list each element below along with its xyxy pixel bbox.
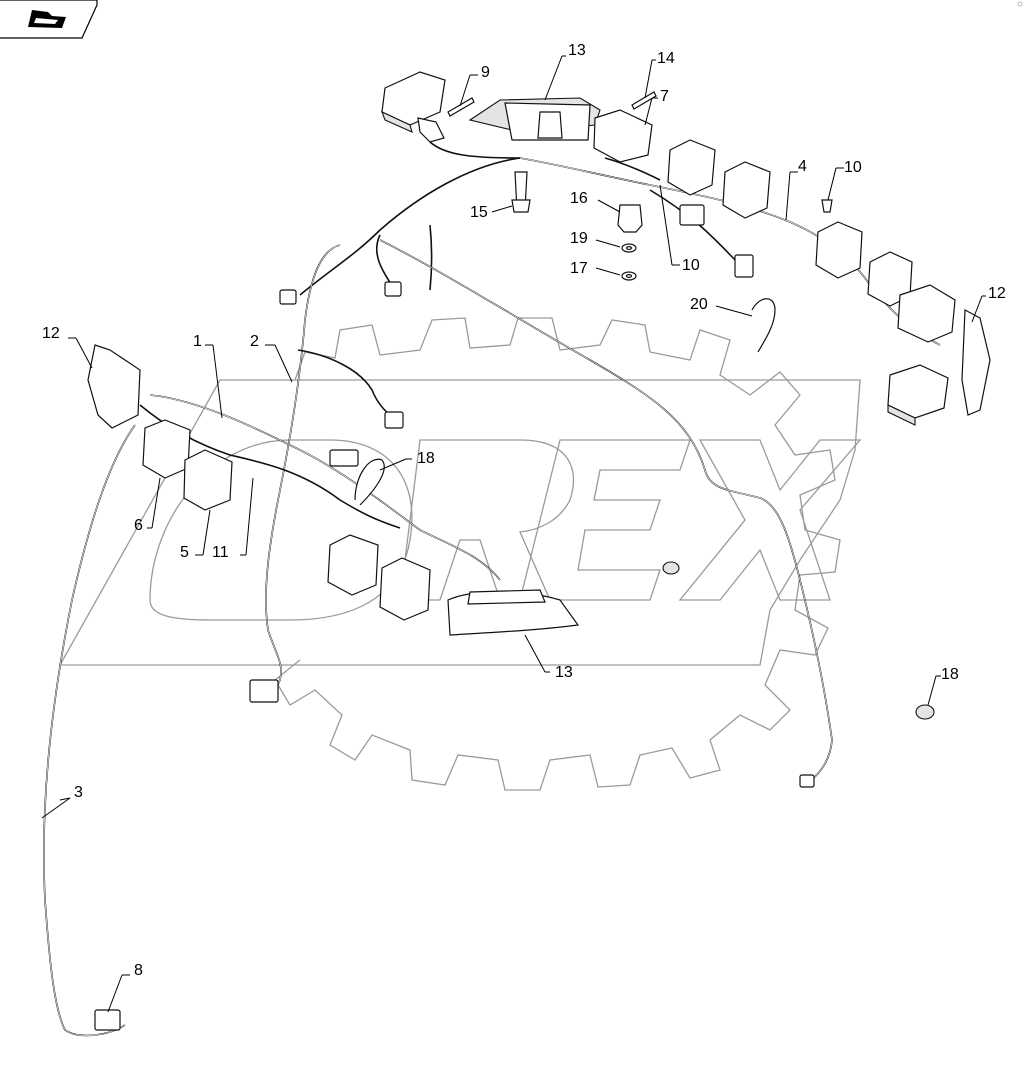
svg-text:1: 1 (193, 333, 202, 350)
svg-text:4: 4 (798, 158, 807, 175)
svg-text:20: 20 (690, 296, 708, 313)
washer-19[interactable] (621, 243, 637, 253)
mirror-light-right[interactable] (961, 309, 991, 416)
callout-12-left[interactable]: 12 (42, 325, 93, 369)
callout-9[interactable]: 9 (459, 64, 490, 107)
callout-14[interactable]: 14 (644, 50, 675, 99)
svg-text:3: 3 (74, 784, 83, 801)
svg-text:12: 12 (988, 285, 1006, 302)
callout-20[interactable]: 20 (690, 296, 753, 317)
svg-text:18: 18 (941, 666, 959, 683)
cable-clip-18[interactable] (354, 458, 385, 506)
svg-text:13: 13 (568, 42, 586, 59)
callout-12-right[interactable]: 12 (971, 285, 1006, 323)
roof-light-row[interactable] (667, 139, 956, 343)
svg-text:10: 10 (844, 159, 862, 176)
front-work-light-lower-left[interactable] (327, 534, 379, 596)
callout-3[interactable]: 3 (41, 784, 83, 819)
front-panel-light-13[interactable] (447, 589, 580, 636)
mirror-light-left[interactable] (87, 344, 141, 429)
callout-18-right[interactable]: 18 (927, 666, 959, 706)
callout-5[interactable]: 5 (180, 509, 211, 561)
screw-9[interactable] (447, 97, 475, 117)
callout-15[interactable]: 15 (470, 204, 513, 221)
rear-work-light-left[interactable] (381, 71, 446, 143)
callout-4[interactable]: 4 (785, 158, 807, 221)
wiring-harness (43, 141, 941, 1037)
corner-mark-icon (1017, 1, 1023, 7)
callout-10-mid[interactable]: 10 (659, 184, 700, 274)
svg-text:15: 15 (470, 204, 488, 221)
callout-6[interactable]: 6 (134, 477, 161, 534)
svg-text:5: 5 (180, 544, 189, 561)
svg-text:2: 2 (250, 333, 259, 350)
svg-text:9: 9 (481, 64, 490, 81)
bolt-15[interactable] (511, 171, 531, 213)
callout-10-top[interactable]: 10 (827, 159, 862, 201)
svg-text:6: 6 (134, 517, 143, 534)
screw-10-top[interactable] (821, 199, 833, 213)
callout-2[interactable]: 2 (250, 333, 293, 383)
washer-17[interactable] (621, 271, 637, 281)
svg-text:17: 17 (570, 260, 588, 277)
callout-16[interactable]: 16 (570, 190, 621, 213)
page-corner-box[interactable] (0, 0, 98, 39)
svg-text:7: 7 (660, 88, 669, 105)
svg-text:14: 14 (657, 50, 675, 67)
svg-text:13: 13 (555, 664, 573, 681)
svg-text:19: 19 (570, 230, 588, 247)
callout-1[interactable]: 1 (193, 333, 223, 419)
bracket-16[interactable] (617, 204, 643, 233)
screw-14[interactable] (631, 91, 657, 110)
front-work-light-lower-right[interactable] (379, 557, 431, 621)
rear-panel-light-center[interactable] (468, 97, 601, 141)
svg-text:16: 16 (570, 190, 588, 207)
callout-11[interactable]: 11 (212, 477, 254, 561)
svg-text:10: 10 (682, 257, 700, 274)
side-work-light-right[interactable] (887, 364, 949, 426)
callout-17[interactable]: 17 (570, 260, 621, 277)
gear-logo-icon (274, 317, 841, 791)
book-page-icon (28, 10, 66, 28)
plug-center[interactable] (662, 561, 680, 575)
svg-text:8: 8 (134, 962, 143, 979)
callout-13-top[interactable]: 13 (544, 42, 586, 101)
callout-18-front[interactable]: 18 (379, 450, 435, 471)
plug-18-right[interactable] (915, 704, 935, 720)
callout-7[interactable]: 7 (644, 88, 669, 126)
callout-13-bottom[interactable]: 13 (524, 634, 573, 681)
svg-text:11: 11 (212, 544, 229, 561)
callout-8[interactable]: 8 (107, 962, 143, 1013)
rear-work-light-7[interactable] (593, 109, 653, 163)
front-work-light-5[interactable] (183, 449, 233, 511)
callout-19[interactable]: 19 (570, 230, 621, 248)
svg-text:12: 12 (42, 325, 60, 342)
svg-text:18: 18 (417, 450, 435, 467)
cable-tie-20[interactable] (751, 298, 776, 353)
connector-parts[interactable] (94, 204, 815, 1031)
callouts: 1 2 3 4 5 6 7 (41, 42, 1006, 1013)
front-work-light-6[interactable] (142, 419, 191, 479)
